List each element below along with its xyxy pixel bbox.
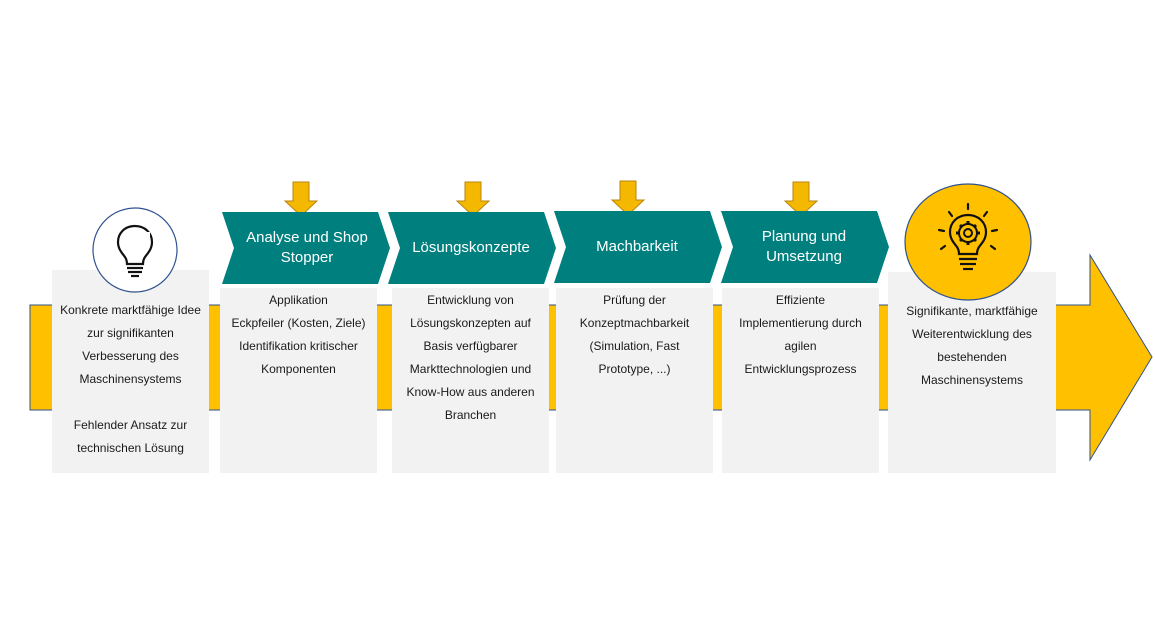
start-line: Fehlender Ansatz zur bbox=[73, 418, 188, 432]
step-3-description-box: Prüfung der Konzeptmachbarkeit (Simulati… bbox=[556, 288, 713, 473]
lightbulb-gear-icon bbox=[904, 183, 1032, 301]
step-4-line: agilen bbox=[784, 339, 817, 353]
chevron-step-4 bbox=[721, 211, 889, 283]
start-line: Maschinensystems bbox=[79, 372, 182, 386]
lightbulb-icon bbox=[92, 207, 178, 293]
down-arrow-3 bbox=[610, 180, 646, 216]
step-4-line: Effiziente bbox=[775, 293, 826, 307]
step-3-line: (Simulation, Fast bbox=[589, 339, 680, 353]
end-line: Signifikante, marktfähige bbox=[906, 304, 1038, 318]
down-arrow-2 bbox=[455, 181, 491, 217]
step-2-title: Lösungskonzepte bbox=[396, 212, 546, 284]
end-description-box: Signifikante, marktfähige Weiterentwickl… bbox=[888, 272, 1056, 473]
start-description-box: Konkrete marktfähige Idee zur signifikan… bbox=[52, 270, 209, 473]
step-2-line: Basis verfügbarer bbox=[423, 339, 518, 353]
chevron-step-1 bbox=[222, 212, 390, 284]
chevron-step-2 bbox=[388, 212, 556, 284]
step-1-title: Analyse und Shop Stopper bbox=[232, 212, 382, 284]
step-1-description-box: Applikation Eckpfeiler (Kosten, Ziele) I… bbox=[220, 288, 377, 473]
step-2-line: Markttechnologien und bbox=[409, 362, 532, 376]
step-1-line: Komponenten bbox=[261, 362, 336, 376]
end-line: Maschinensystems bbox=[920, 373, 1024, 387]
step-2-title-line: Lösungskonzepte bbox=[412, 239, 530, 256]
step-1-title-line: Analyse und Shop bbox=[246, 229, 368, 246]
step-4-line: Implementierung durch bbox=[739, 316, 862, 330]
step-4-title: Planung und Umsetzung bbox=[729, 211, 879, 283]
step-2-description-box: Entwicklung von Lösungskonzepten auf Bas… bbox=[392, 288, 549, 473]
step-4-description-box: Effiziente Implementierung durch agilen … bbox=[722, 288, 879, 473]
down-arrow-1 bbox=[283, 181, 319, 217]
step-2-line: Entwicklung von bbox=[427, 293, 514, 307]
step-4-line: Entwicklungsprozess bbox=[744, 362, 857, 376]
start-line: zur signifikanten bbox=[87, 326, 174, 340]
step-4-title-line: Planung und bbox=[761, 228, 847, 245]
step-1-title-line: Stopper bbox=[280, 249, 334, 266]
start-line: Verbesserung des bbox=[82, 349, 179, 363]
step-1-line: Applikation bbox=[269, 293, 328, 307]
step-3-line: Konzeptmachbarkeit bbox=[579, 316, 690, 330]
step-1-line: Identifikation kritischer bbox=[239, 339, 358, 353]
step-3-title-line: Machbarkeit bbox=[596, 238, 678, 255]
end-line: bestehenden bbox=[937, 350, 1007, 364]
end-line: Weiterentwicklung des bbox=[912, 327, 1032, 341]
step-2-line: Lösungskonzepten auf bbox=[410, 316, 531, 330]
chevron-step-3 bbox=[554, 211, 722, 283]
start-line: Konkrete marktfähige Idee bbox=[60, 303, 201, 317]
step-3-title: Machbarkeit bbox=[562, 211, 712, 283]
step-1-line: Eckpfeiler (Kosten, Ziele) bbox=[231, 316, 366, 330]
step-3-line: Prüfung der bbox=[603, 293, 666, 307]
down-arrow-4 bbox=[783, 181, 819, 217]
step-3-line: Prototype, ...) bbox=[598, 362, 671, 376]
step-2-line: Branchen bbox=[444, 408, 497, 422]
step-4-title-line: Umsetzung bbox=[766, 248, 842, 265]
step-2-line: Know-How aus anderen bbox=[406, 385, 535, 399]
start-line: technischen Lösung bbox=[77, 441, 184, 455]
